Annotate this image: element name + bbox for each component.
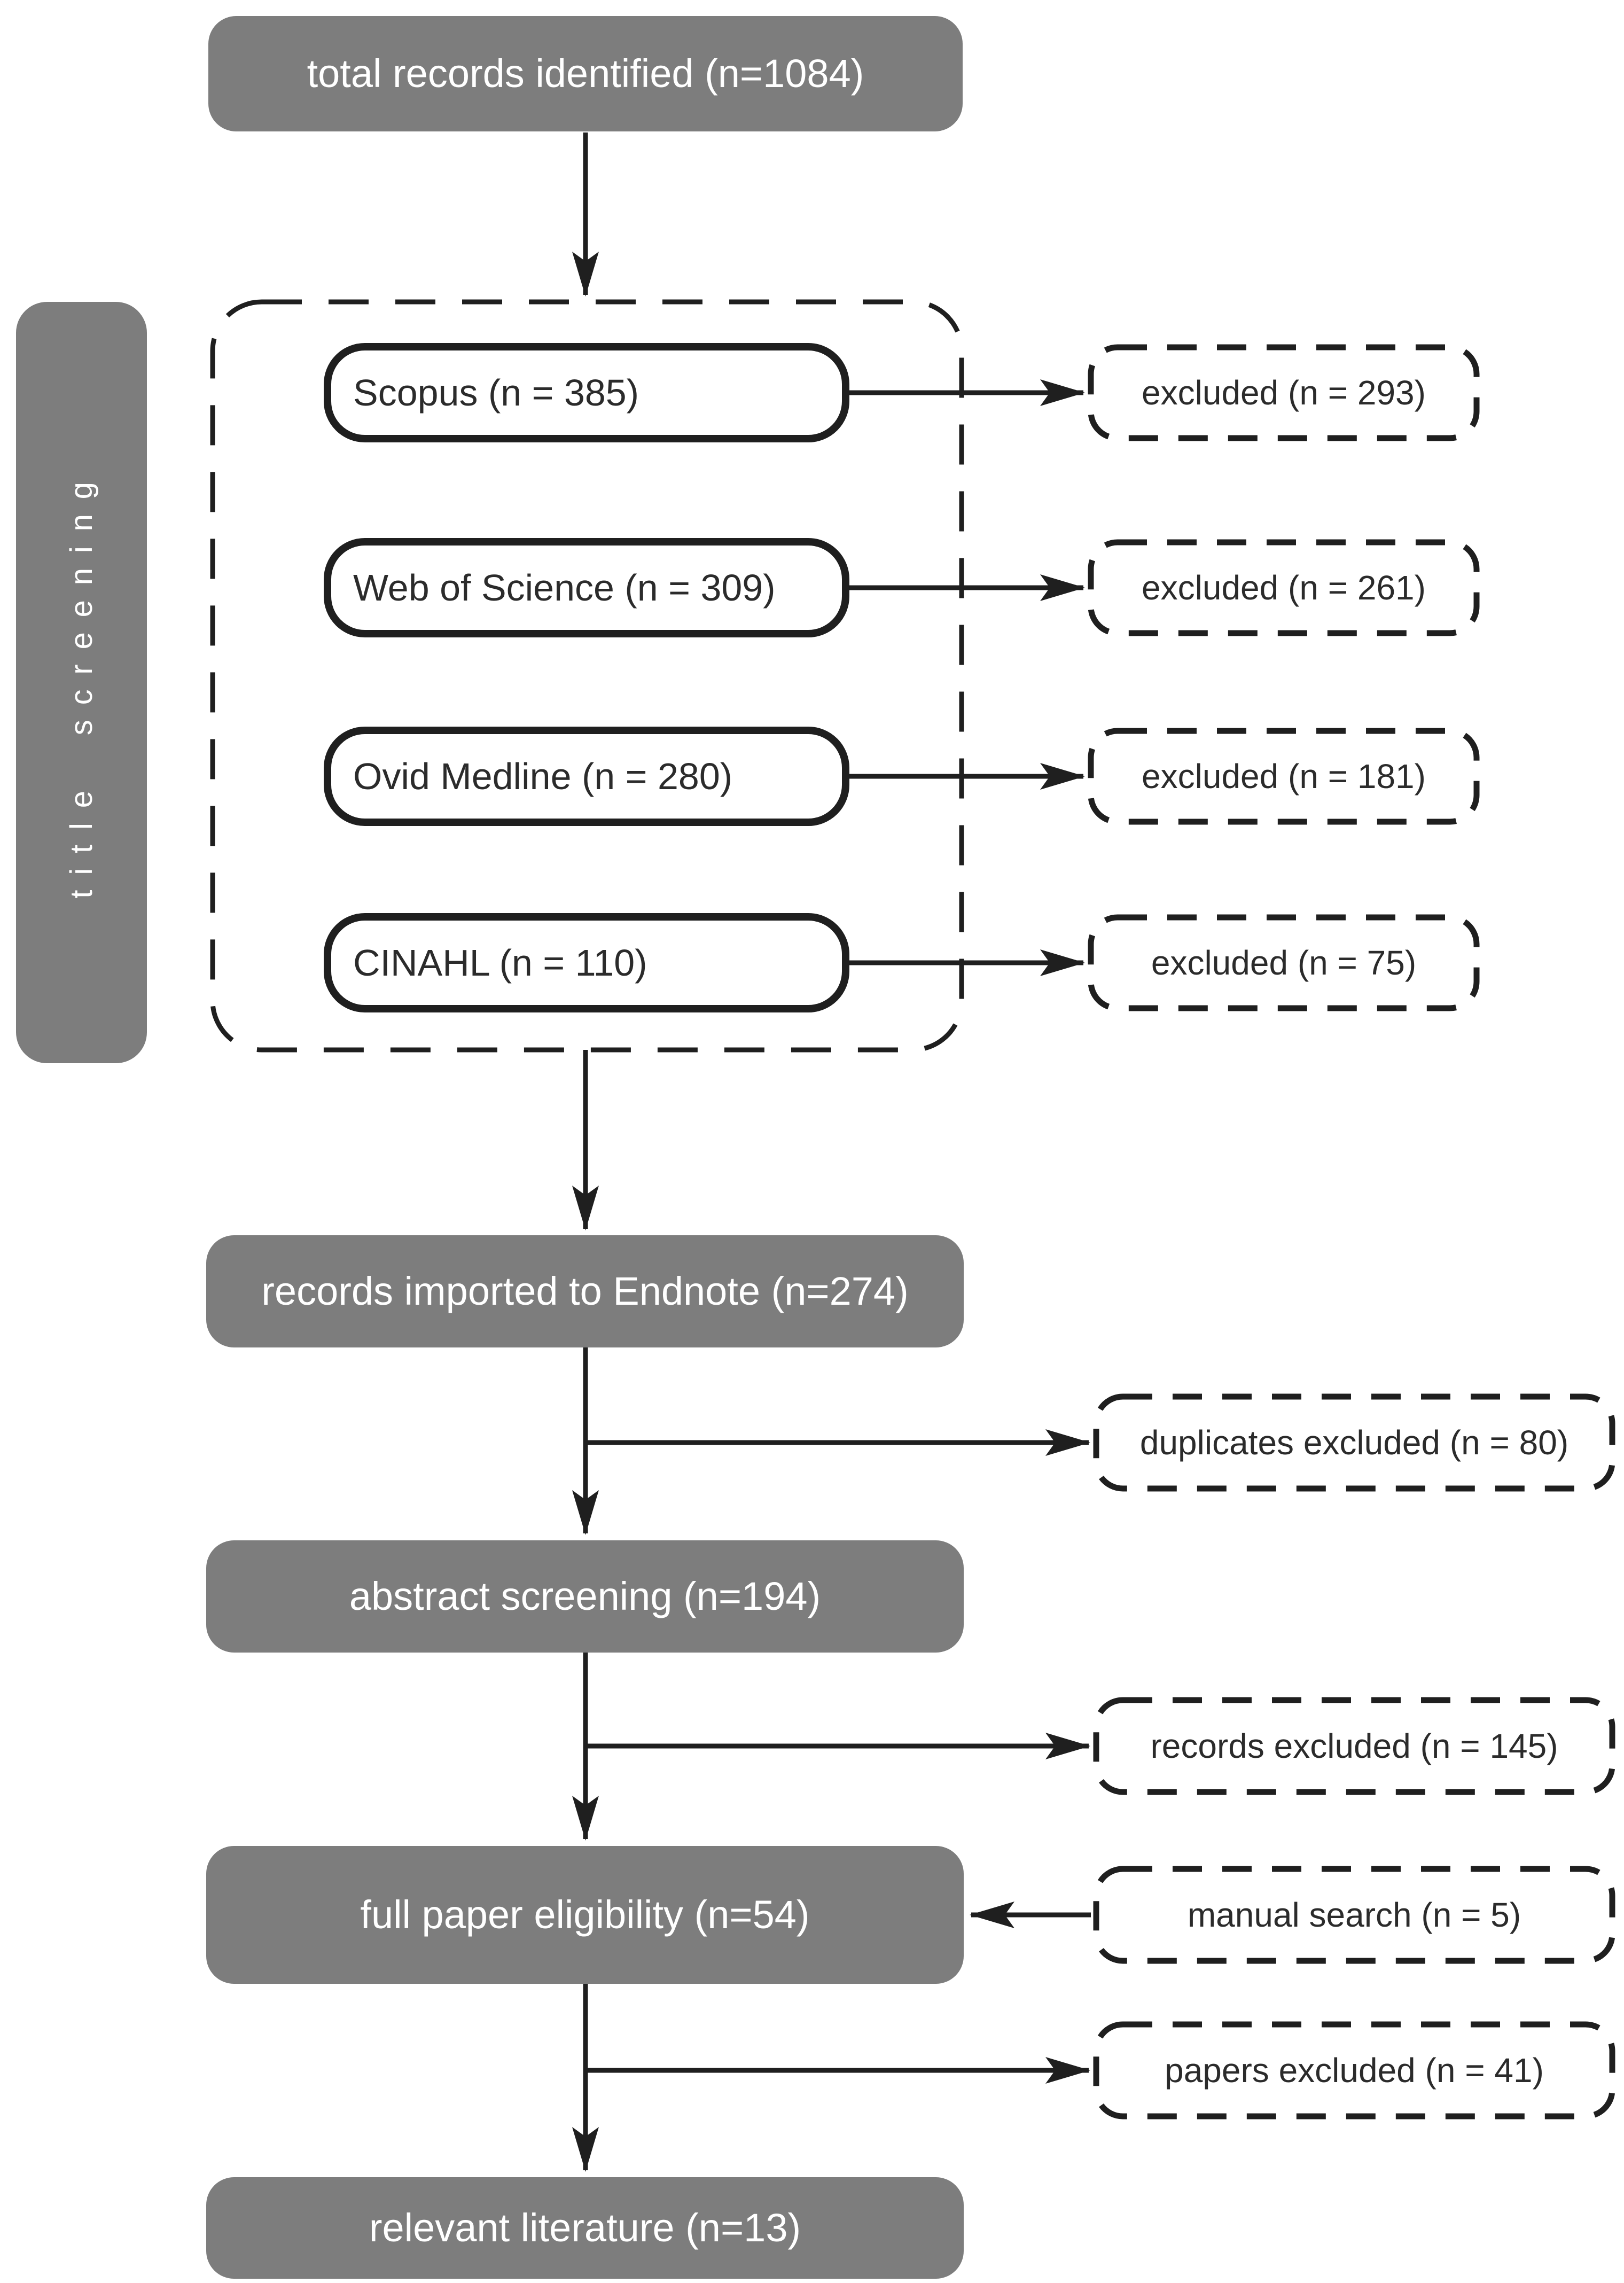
title-screening-sidebar-box [16,302,147,1063]
full-paper-eligibility-label: full paper eligibility (n=54) [360,1892,810,1937]
excluded-scopus-label: excluded (n = 293) [1142,373,1426,412]
relevant-literature-box [206,2177,964,2279]
web-of-science-box [324,538,849,637]
total-records-label: total records identified (n=1084) [307,51,864,96]
records-imported-label: records imported to Endnote (n=274) [261,1269,909,1314]
papers-excluded-box [1093,2021,1615,2120]
records-imported-box [206,1235,964,1347]
duplicates-excluded-box [1093,1393,1615,1492]
cinahl-label: CINAHL (n = 110) [353,941,647,984]
excluded-ovid-medline-box [1088,728,1480,825]
records-excluded-label: records excluded (n = 145) [1150,1726,1558,1765]
excluded-cinahl-box [1088,914,1480,1011]
abstract-screening-label: abstract screening (n=194) [349,1574,821,1619]
ovid-medline-label: Ovid Medline (n = 280) [353,755,733,797]
cinahl-box [324,913,849,1012]
excluded-scopus-box [1088,344,1480,441]
excluded-ovid-medline-label: excluded (n = 181) [1142,757,1426,796]
abstract-screening-box [206,1540,964,1653]
full-paper-eligibility-box [206,1846,964,1984]
manual-search-label: manual search (n = 5) [1187,1895,1521,1934]
manual-search-box [1093,1866,1615,1964]
papers-excluded-label: papers excluded (n = 41) [1165,2051,1544,2090]
ovid-medline-box [324,727,849,826]
scopus-box [324,343,849,442]
title-screening-container-box [210,299,964,1053]
title-screening-text: title screening [64,466,99,899]
title-screening-sidebar-label: title screening [16,302,147,1063]
excluded-web-of-science-label: excluded (n = 261) [1142,568,1426,607]
total-records-box [208,16,963,131]
relevant-literature-label: relevant literature (n=13) [369,2206,801,2250]
duplicates-excluded-label: duplicates excluded (n = 80) [1139,1423,1569,1462]
excluded-cinahl-label: excluded (n = 75) [1151,943,1417,982]
scopus-label: Scopus (n = 385) [353,371,639,414]
web-of-science-label: Web of Science (n = 309) [353,566,776,609]
records-excluded-box [1093,1697,1615,1795]
excluded-web-of-science-box [1088,539,1480,636]
